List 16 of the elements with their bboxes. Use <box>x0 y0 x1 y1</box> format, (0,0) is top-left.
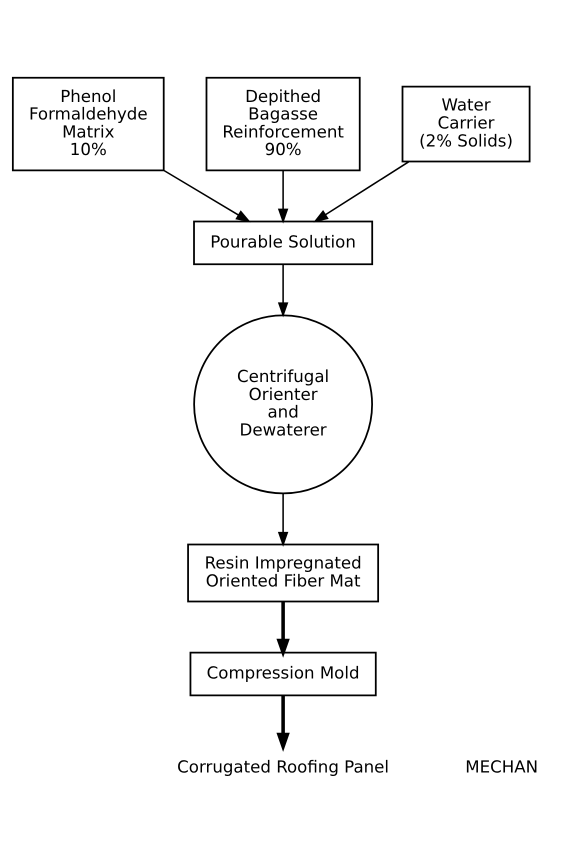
arrow <box>278 264 288 318</box>
node-circle: Centrifugal Orienter and Dewaterer <box>193 314 373 494</box>
arrow <box>313 161 410 222</box>
arrow <box>164 170 251 222</box>
arrow <box>276 602 290 658</box>
arrow <box>278 170 288 224</box>
arrow <box>278 494 288 547</box>
arrow <box>276 696 290 752</box>
node-box: Phenol Formaldehyde Matrix 10% <box>12 76 165 172</box>
node-box: Compression Mold <box>190 652 377 696</box>
node-text: Corrugated Roofing Panel <box>177 757 390 776</box>
node-box: Depithed Bagasse Reinforcement 90% <box>206 76 361 172</box>
node-box: Water Carrier (2% Solids) <box>402 86 530 162</box>
node-box: Resin Impregnated Oriented Fiber Mat <box>187 544 380 602</box>
node-box: Pourable Solution <box>193 220 374 266</box>
label: MECHAN <box>465 757 538 776</box>
